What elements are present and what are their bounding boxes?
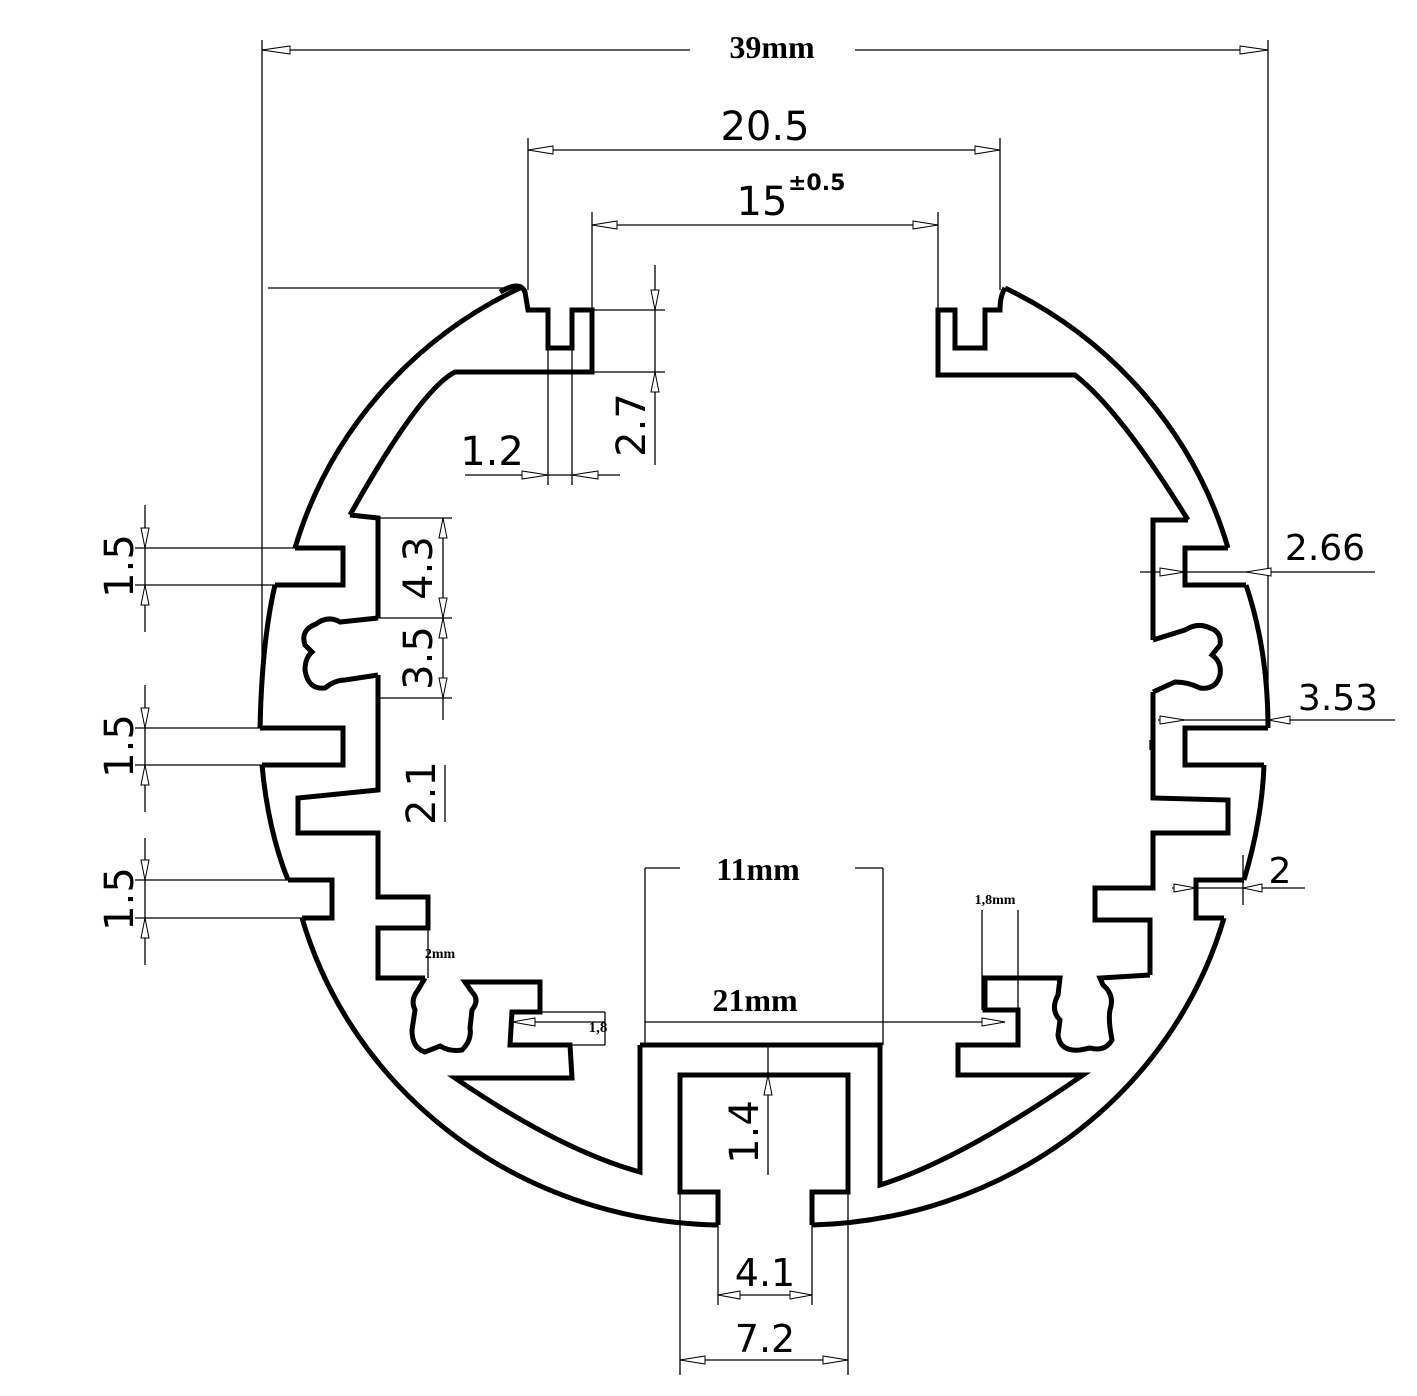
bottom-inner-slot bbox=[677, 1072, 851, 1225]
dim-bottom-channel-opening: 11mm bbox=[716, 851, 800, 887]
outer-arc-right-low bbox=[1241, 764, 1267, 881]
dim-right-gap-lower: 2 bbox=[1269, 851, 1292, 892]
dimension-lines bbox=[135, 40, 1395, 1375]
outer-arc-right-mid bbox=[1243, 584, 1271, 729]
right-screw-channel bbox=[1151, 622, 1223, 695]
right-inner-wall bbox=[1092, 517, 1268, 975]
dim-bottom-slot-inner: 4.1 bbox=[735, 1251, 795, 1295]
dim-screw-channel-upper: 4.3 bbox=[396, 536, 442, 600]
dim-left-slot-2: 1.5 bbox=[97, 714, 143, 778]
outer-arc-left-low bbox=[259, 764, 291, 881]
dim-small-slot-left: 2mm bbox=[425, 947, 456, 962]
dim-tab-width: 1.2 bbox=[460, 429, 524, 475]
dim-overall-width: 39mm bbox=[729, 29, 815, 65]
dim-top-opening-inner: 15 bbox=[737, 179, 788, 225]
outer-arc-left bbox=[292, 285, 522, 549]
lower-left-clip bbox=[409, 976, 643, 1176]
left-screw-channel bbox=[301, 615, 379, 691]
dim-bottom-channel-width: 21mm bbox=[712, 982, 798, 1018]
dim-top-opening-tolerance: ±0.5 bbox=[788, 171, 845, 196]
outer-arc-bottom-left bbox=[299, 917, 719, 1228]
dim-bottom-wall: 1.4 bbox=[722, 1100, 768, 1164]
top-left-hook bbox=[347, 283, 595, 517]
dimension-labels: 39mm 20.5 15 ±0.5 1.2 2.7 1.5 1.5 1.5 2.… bbox=[97, 29, 1378, 1361]
dim-left-slot-1: 1.5 bbox=[97, 534, 143, 598]
dim-screw-channel-lower: 3.5 bbox=[396, 626, 442, 690]
dim-left-slot-3: 1.5 bbox=[97, 867, 143, 931]
top-right-hook bbox=[935, 286, 1191, 522]
bottom-channel bbox=[640, 972, 1151, 1189]
outer-arc-right bbox=[1003, 285, 1231, 549]
dim-right-gap-middle: 3.53 bbox=[1298, 678, 1378, 719]
dim-tab-depth: 2.7 bbox=[609, 393, 655, 457]
outer-arc-left-mid bbox=[257, 584, 278, 729]
dim-lower-gap-left: 1,8 bbox=[589, 1020, 608, 1036]
dim-bottom-slot-outer: 7.2 bbox=[735, 1317, 795, 1361]
dim-right-gap-upper: 2.66 bbox=[1285, 528, 1365, 569]
outer-arc-bottom-right bbox=[811, 917, 1227, 1228]
dim-small-slot-right: 1,8mm bbox=[975, 893, 1016, 908]
dim-left-lower-rib-step: 2.1 bbox=[399, 761, 445, 825]
dimension-arrows bbox=[140, 45, 1291, 1365]
profile-outline bbox=[257, 283, 1271, 1228]
dim-top-opening-outer: 20.5 bbox=[720, 104, 809, 150]
